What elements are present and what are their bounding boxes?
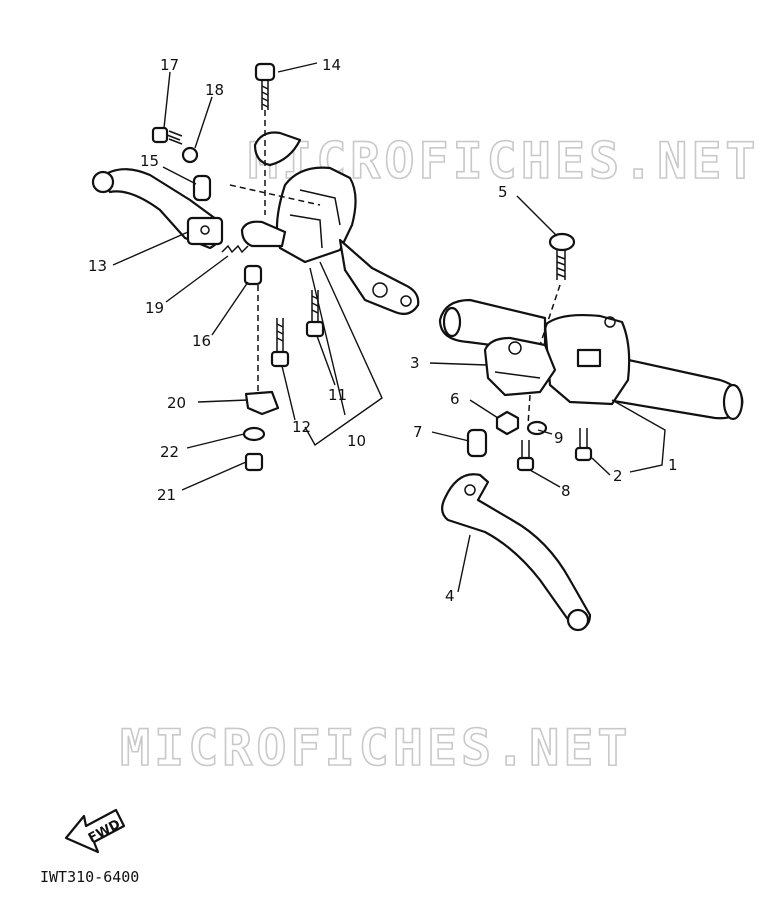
fwd-arrow-icon [64, 808, 126, 854]
part-17-bolt [151, 126, 183, 145]
left-holder-bracket [338, 238, 420, 315]
callout-7: 7 [413, 423, 423, 441]
part-15-collar [192, 174, 212, 202]
callout-16: 16 [192, 332, 211, 350]
part-22-washer [242, 426, 266, 442]
callout-17: 17 [160, 56, 179, 74]
part-11-screw [305, 290, 325, 338]
part-3-holder [483, 336, 557, 397]
callout-22: 22 [160, 443, 179, 461]
callout-6: 6 [450, 390, 460, 408]
leader-lines [112, 62, 666, 593]
part-8-bolt [516, 440, 535, 472]
callout-3: 3 [410, 354, 420, 372]
callout-20: 20 [167, 394, 186, 412]
part-19-spring [221, 244, 249, 254]
watermark-bottom: MICROFICHES.NET [120, 719, 632, 777]
part-16-collar [243, 264, 263, 286]
part-12-screw [270, 318, 290, 368]
right-assembly [438, 232, 744, 632]
callout-1: 1 [668, 456, 678, 474]
callout-labels: 1 2 3 4 5 6 7 8 9 10 11 12 13 14 15 16 1… [88, 56, 678, 605]
part-18-nut [181, 146, 199, 164]
callout-8: 8 [561, 482, 571, 500]
part-14-screw [254, 62, 276, 110]
callout-21: 21 [157, 486, 176, 504]
fwd-arrow: FWD [64, 808, 126, 854]
callout-5: 5 [498, 183, 508, 201]
callout-11: 11 [328, 386, 347, 404]
diagram-code: IWT310-6400 [40, 868, 139, 886]
callout-14: 14 [322, 56, 341, 74]
callout-10: 10 [347, 432, 366, 450]
callout-19: 19 [145, 299, 164, 317]
part-21-bolt [244, 452, 264, 472]
part-20-clip [244, 390, 280, 416]
callout-2: 2 [613, 467, 623, 485]
part-6-nut [495, 410, 520, 436]
part-5-screw [548, 232, 576, 280]
callout-12: 12 [292, 418, 311, 436]
left-lever-holder [275, 166, 357, 264]
callout-9: 9 [554, 429, 564, 447]
callout-15: 15 [140, 152, 159, 170]
callout-4: 4 [445, 587, 455, 605]
part-2-screw [574, 428, 593, 462]
callout-18: 18 [205, 81, 224, 99]
part-7-collar [466, 428, 488, 458]
callout-13: 13 [88, 257, 107, 275]
left-assembly [91, 62, 420, 472]
